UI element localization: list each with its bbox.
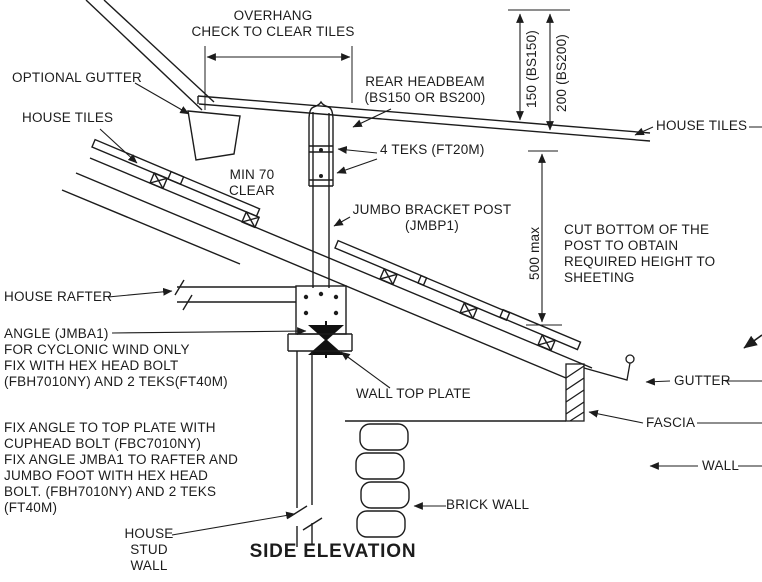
teks-note: 4 TEKS (FT20M) — [380, 142, 485, 157]
house-stud-wall-label: HOUSE STUD WALL — [124, 526, 174, 573]
dimension-500-label: 500 max — [527, 226, 542, 280]
rear-headbeam-label: REAR HEADBEAM (BS150 OR BS200) — [364, 74, 486, 105]
min-clear-note: MIN 70 CLEAR — [228, 167, 275, 198]
house-roof-upper-lines — [85, 0, 215, 111]
dimension-200-label: 200 (BS200) — [554, 34, 569, 112]
tile-roof-band — [61, 138, 593, 379]
brick-wall-label: BRICK WALL — [446, 497, 530, 512]
house-rafter-label: HOUSE RAFTER — [4, 289, 113, 304]
fix-angle-note: FIX ANGLE TO TOP PLATE WITH CUPHEAD BOLT… — [4, 420, 239, 515]
house-rafter-lines — [174, 279, 296, 311]
angle-bracket-shape — [308, 321, 344, 358]
stud-wall-lines — [287, 351, 323, 547]
house-tiles-left-label: HOUSE TILES — [22, 110, 114, 125]
leader-arrows — [99, 82, 762, 536]
gutter-label: GUTTER — [674, 373, 731, 388]
jumbo-post-drawing — [308, 100, 334, 288]
wall-label: WALL — [702, 458, 740, 473]
drawing-title: SIDE ELEVATION — [249, 541, 417, 562]
dimension-150-label: 150 (BS150) — [524, 30, 539, 108]
gutter-profile — [583, 354, 635, 381]
house-tiles-right-label: HOUSE TILES — [656, 118, 748, 133]
fascia-hatch — [565, 363, 585, 422]
wall-top-plate-label: WALL TOP PLATE — [356, 386, 471, 401]
cut-bottom-note: CUT BOTTOM OF THE POST TO OBTAIN REQUIRE… — [564, 222, 716, 285]
jumbo-post-label: JUMBO BRACKET POST (JMBP1) — [352, 202, 512, 233]
rear-headbeam-lines — [197, 95, 651, 142]
extension-lines — [204, 9, 762, 467]
dimension-lines — [206, 13, 554, 323]
overhang-note: OVERHANG CHECK TO CLEAR TILES — [191, 8, 355, 39]
brick-wall-shapes — [355, 423, 410, 538]
wall-top-plate-lines — [287, 333, 353, 352]
fascia-label: FASCIA — [646, 415, 696, 430]
optional-gutter-shape — [187, 110, 241, 161]
angle-note: ANGLE (JMBA1) FOR CYCLONIC WIND ONLY FIX… — [4, 326, 228, 389]
optional-gutter-label: OPTIONAL GUTTER — [12, 70, 143, 85]
